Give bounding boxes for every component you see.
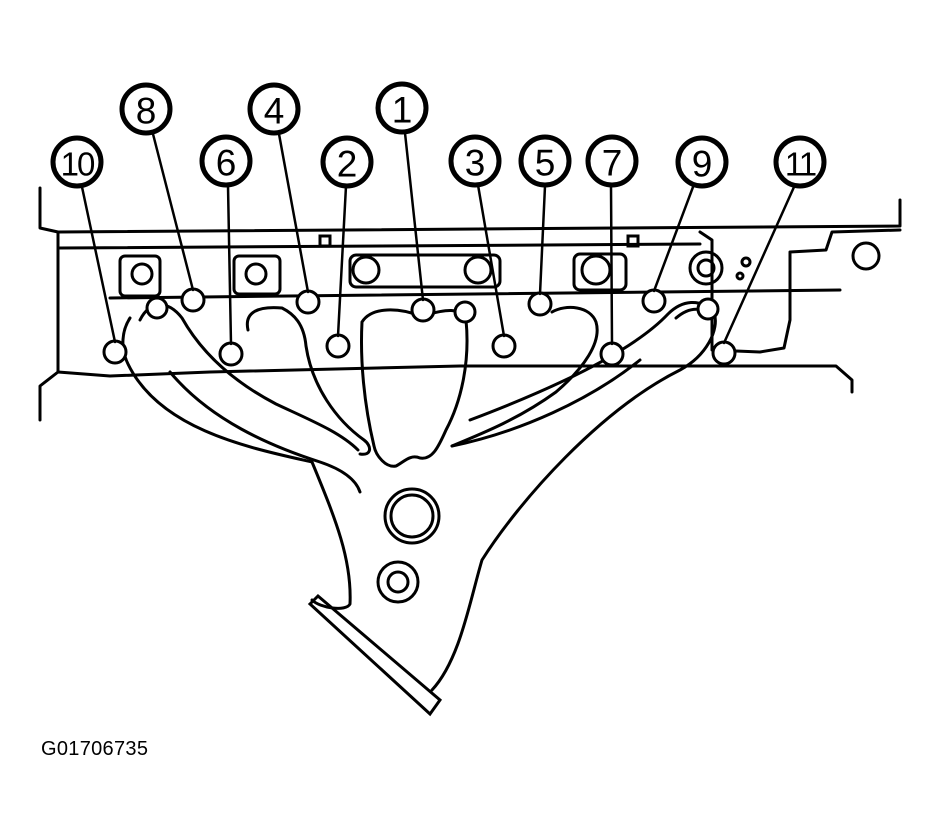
runner-2-outline — [245, 306, 371, 456]
runner-center-outline — [360, 308, 469, 468]
callout-circle — [375, 81, 429, 135]
callout-6: 6 — [199, 134, 253, 188]
leader-line-9 — [652, 185, 695, 293]
callout-label: 1 — [392, 90, 413, 131]
boss-center-left-stud — [351, 255, 381, 285]
callout-11: 11 — [773, 135, 827, 189]
cylinder-head-gasket-line — [108, 288, 842, 300]
bolt-1 — [410, 297, 436, 323]
callout-5: 5 — [518, 134, 572, 188]
callout-circle — [518, 134, 572, 188]
head-casting-hole-3 — [735, 271, 745, 281]
boss-far-right-stud-outer — [688, 250, 724, 286]
callout-circle — [320, 135, 374, 189]
head-small-plug-1 — [318, 234, 332, 248]
callout-circle — [773, 135, 827, 189]
bolt-4 — [295, 289, 321, 315]
leader-line-8 — [151, 132, 195, 292]
callout-circle — [448, 134, 502, 188]
leader-line-6 — [226, 184, 233, 346]
callout-7: 7 — [585, 134, 639, 188]
boss-far-left-stud — [130, 262, 154, 286]
manifold-outer-outline — [121, 301, 717, 692]
callout-label: 5 — [535, 143, 556, 184]
boss-left — [232, 254, 282, 296]
stud-right — [696, 297, 720, 321]
callout-circle — [119, 82, 173, 136]
boss-left-stud — [244, 262, 268, 286]
callout-label: 10 — [61, 146, 95, 183]
leader-line-4 — [277, 132, 310, 294]
leader-line-3 — [476, 183, 506, 338]
leader-line-7 — [609, 184, 614, 346]
callout-1: 1 — [375, 81, 429, 135]
leader-line-10 — [80, 185, 117, 344]
bolt-3 — [491, 333, 517, 359]
callout-circle — [199, 134, 253, 188]
bolt-10 — [102, 339, 128, 365]
head-casting-hole-2 — [740, 256, 752, 268]
leader-line-11 — [722, 185, 796, 345]
stud-center — [453, 300, 477, 324]
leader-line-5 — [538, 184, 547, 296]
callout-circle — [247, 82, 301, 136]
callout-label: 4 — [264, 91, 285, 132]
bolt-2 — [325, 333, 351, 359]
heat-shield-tab — [307, 593, 443, 717]
boss-far-right-stud-inner — [696, 258, 716, 278]
head-casting-hole-1 — [851, 241, 881, 271]
callout-circle — [675, 135, 729, 189]
callout-2: 2 — [320, 135, 374, 189]
manifold-outlet-features — [307, 487, 443, 717]
figure-id: G01706735 — [41, 738, 149, 760]
callout-label: 11 — [785, 146, 816, 183]
oxygen-sensor-boss-outer — [376, 560, 420, 604]
callouts: 1 2 3 4 5 6 7 8 — [50, 81, 827, 189]
bolt-9 — [641, 288, 667, 314]
boss-right — [572, 252, 628, 292]
outlet-port-inner — [389, 493, 435, 539]
boss-center-right-stud — [463, 255, 493, 285]
callout-label: 3 — [465, 143, 486, 184]
bolt-8 — [180, 287, 206, 313]
bolt-5 — [527, 291, 553, 317]
leader-lines — [80, 131, 796, 346]
cylinder-head-right-casting — [698, 228, 902, 354]
boss-far-left — [118, 254, 162, 298]
head-small-plug-2 — [626, 234, 640, 248]
boss-right-stud — [580, 254, 612, 286]
bolts — [102, 287, 737, 367]
callout-circle — [50, 135, 104, 189]
callout-label: 6 — [216, 143, 237, 184]
bolt-6 — [218, 341, 244, 367]
callout-4: 4 — [247, 82, 301, 136]
cylinder-head-upper-edge — [58, 242, 702, 250]
callout-label: 8 — [136, 91, 157, 132]
manifold-collector-right — [450, 358, 642, 448]
callout-label: 2 — [337, 144, 358, 185]
leader-line-1 — [403, 131, 425, 302]
callout-label: 9 — [692, 144, 713, 185]
runner-3-outline — [450, 305, 599, 448]
callout-3: 3 — [448, 134, 502, 188]
stud-left — [145, 296, 169, 320]
callout-label: 7 — [602, 143, 623, 184]
callout-10: 10 — [50, 135, 104, 189]
manifold-collector-left — [168, 370, 362, 494]
oxygen-sensor-boss-inner — [386, 570, 410, 594]
boss-center-bracket — [348, 253, 502, 289]
callout-circle — [585, 134, 639, 188]
callout-8: 8 — [119, 82, 173, 136]
bolt-7 — [599, 341, 625, 367]
outlet-port-outer — [383, 487, 441, 545]
callout-9: 9 — [675, 135, 729, 189]
leader-line-2 — [336, 184, 348, 338]
head-boss-details — [118, 234, 881, 298]
bolt-11 — [711, 340, 737, 366]
